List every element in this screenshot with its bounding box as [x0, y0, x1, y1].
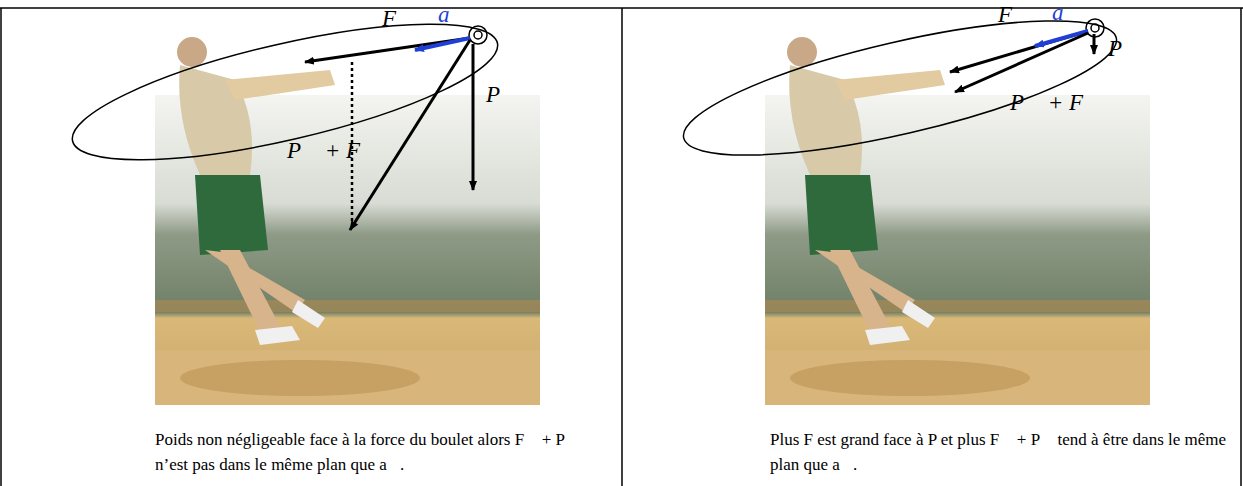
- table-border: [1240, 8, 1242, 486]
- vector-label: P⃗: [1106, 36, 1142, 61]
- caption-cell: Plus F est grand face à P et plus F⃗ + P…: [770, 428, 1230, 477]
- vector-label: P⃗: [484, 82, 520, 107]
- force-vectors: [673, 0, 1126, 183]
- vector-label: a⃗: [436, 2, 469, 27]
- vector-label: F⃗: [996, 2, 1032, 27]
- photo: [155, 37, 540, 405]
- vector-label: P⃗ + F⃗: [285, 138, 380, 163]
- table-border: [0, 8, 2, 486]
- vector-label: a⃗: [1050, 0, 1083, 25]
- caption-text: Plus F est grand face à P et plus F⃗ + P…: [770, 428, 1230, 477]
- caption-cell: Poids non négligeable face à la force du…: [155, 428, 610, 477]
- caption-text: Poids non négligeable face à la force du…: [155, 428, 610, 477]
- vector-label: F⃗: [380, 6, 416, 31]
- force-vectors: [62, 0, 508, 230]
- table-border: [621, 8, 623, 486]
- vector-label: P⃗ + F⃗: [1008, 90, 1103, 115]
